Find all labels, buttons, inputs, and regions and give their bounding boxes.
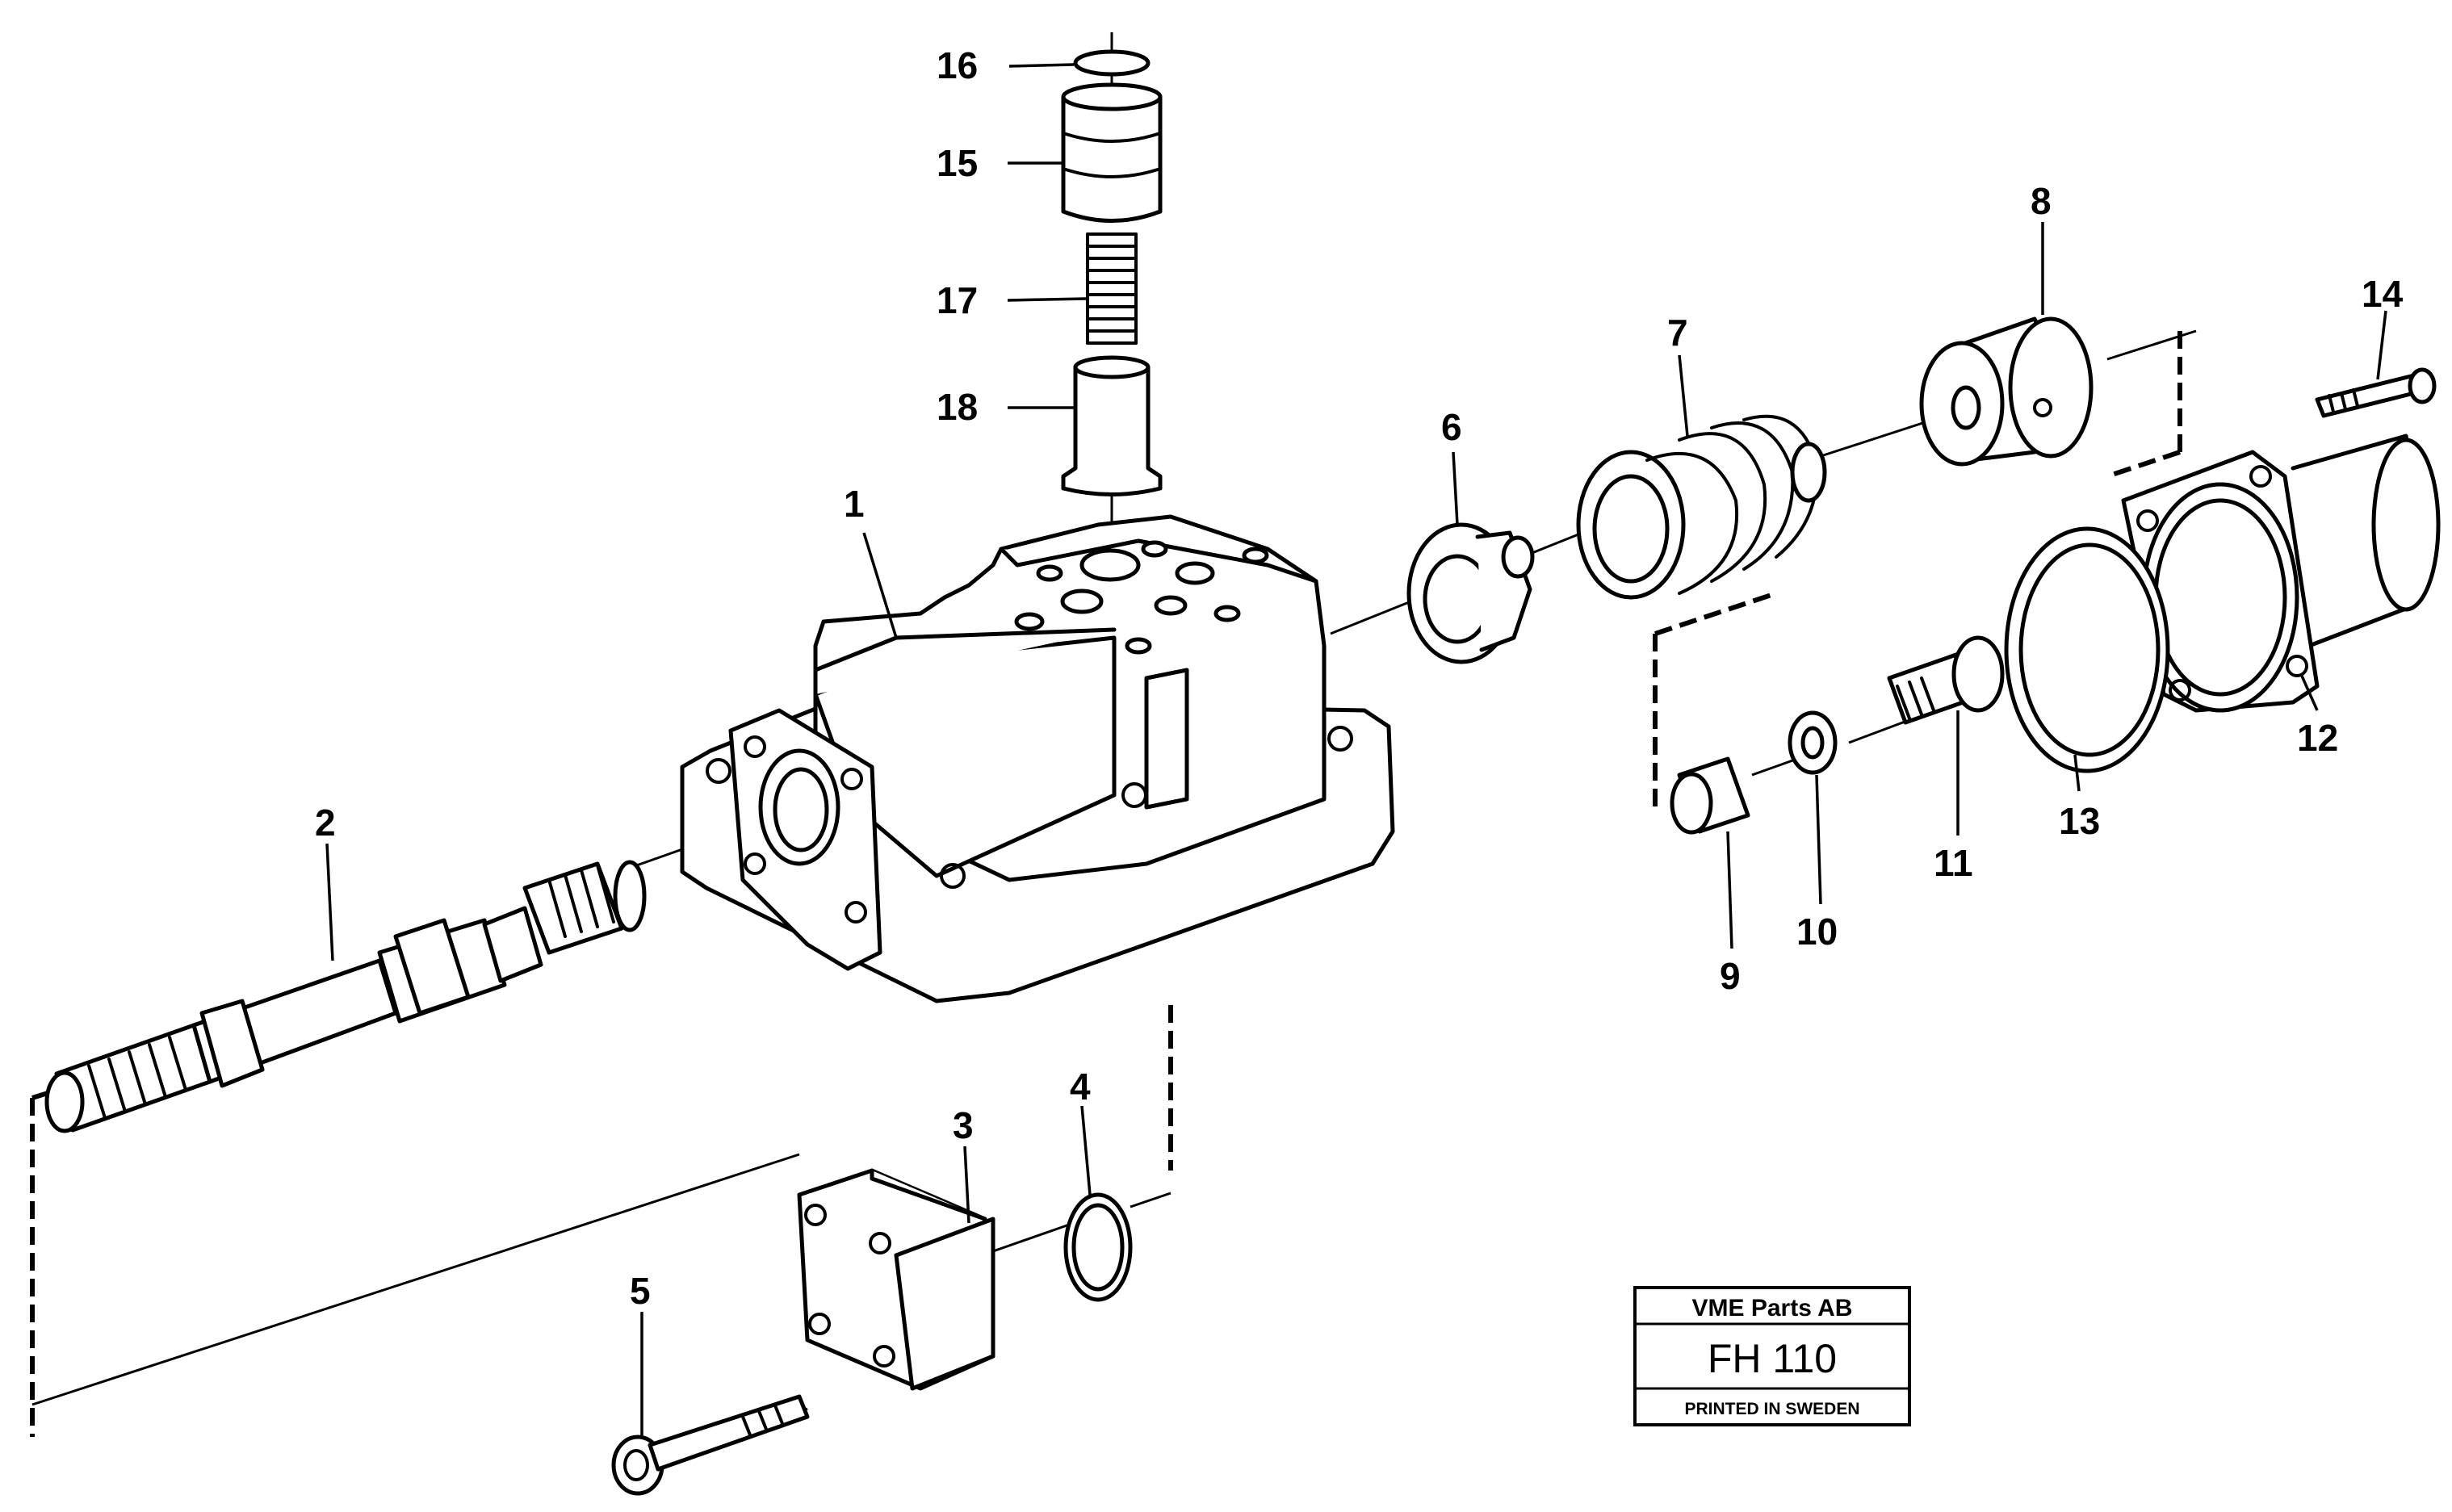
- sleeve-part-18: [1061, 355, 1163, 496]
- end-cover-part-12: [2121, 433, 2441, 713]
- washer-part-10: [1788, 710, 1838, 775]
- sleeve-part-9: [1670, 756, 1750, 835]
- valve-seat-part-8: [1919, 316, 2094, 467]
- bolt-part-5: [611, 1394, 810, 1496]
- callout-11: 11: [1934, 842, 1973, 884]
- spring-part-17: [1086, 232, 1138, 345]
- callout-17: 17: [937, 279, 978, 321]
- plug-screw-part-11: [1887, 635, 2005, 725]
- callout-10: 10: [1796, 911, 1838, 953]
- callout-15: 15: [937, 142, 978, 184]
- callout-8: 8: [2031, 180, 2052, 222]
- gasket-part-13: [2004, 526, 2170, 773]
- callout-6: 6: [1441, 406, 1462, 448]
- stamp-printed: PRINTED IN SWEDEN: [1684, 1400, 1859, 1418]
- callout-labels: 1 2 3 4 5 6 7 8 9 10 11 12 13 14 15 16 1…: [315, 44, 2404, 1312]
- callout-14: 14: [2362, 273, 2404, 315]
- callout-5: 5: [630, 1270, 651, 1312]
- callout-4: 4: [1070, 1066, 1091, 1108]
- spring-seat-part-6: [1406, 522, 1535, 664]
- vme-parts-stamp: VME Parts AB FH 110 PRINTED IN SWEDEN: [1633, 1286, 1911, 1426]
- stamp-company: VME Parts AB: [1692, 1295, 1853, 1321]
- callout-1: 1: [844, 483, 865, 525]
- cover-block-part-3: [797, 1168, 995, 1391]
- spool-part-2: [44, 860, 647, 1133]
- callout-7: 7: [1667, 312, 1688, 354]
- callout-2: 2: [315, 802, 336, 844]
- plunger-part-15: [1061, 82, 1163, 223]
- callout-13: 13: [2059, 800, 2100, 842]
- leader-lines: [325, 63, 2387, 1437]
- callout-16: 16: [937, 44, 978, 86]
- stamp-code: FH 110: [1708, 1336, 1837, 1381]
- o-ring-part-16: [1073, 49, 1151, 77]
- callout-3: 3: [953, 1104, 974, 1146]
- o-ring-part-4: [1063, 1192, 1133, 1302]
- spring-part-7: [1576, 414, 1827, 600]
- valve-housing-part-1: [680, 514, 1395, 1003]
- callout-12: 12: [2297, 717, 2338, 759]
- callout-18: 18: [937, 386, 978, 428]
- callout-9: 9: [1720, 955, 1741, 997]
- bolt-part-14: [2315, 367, 2437, 418]
